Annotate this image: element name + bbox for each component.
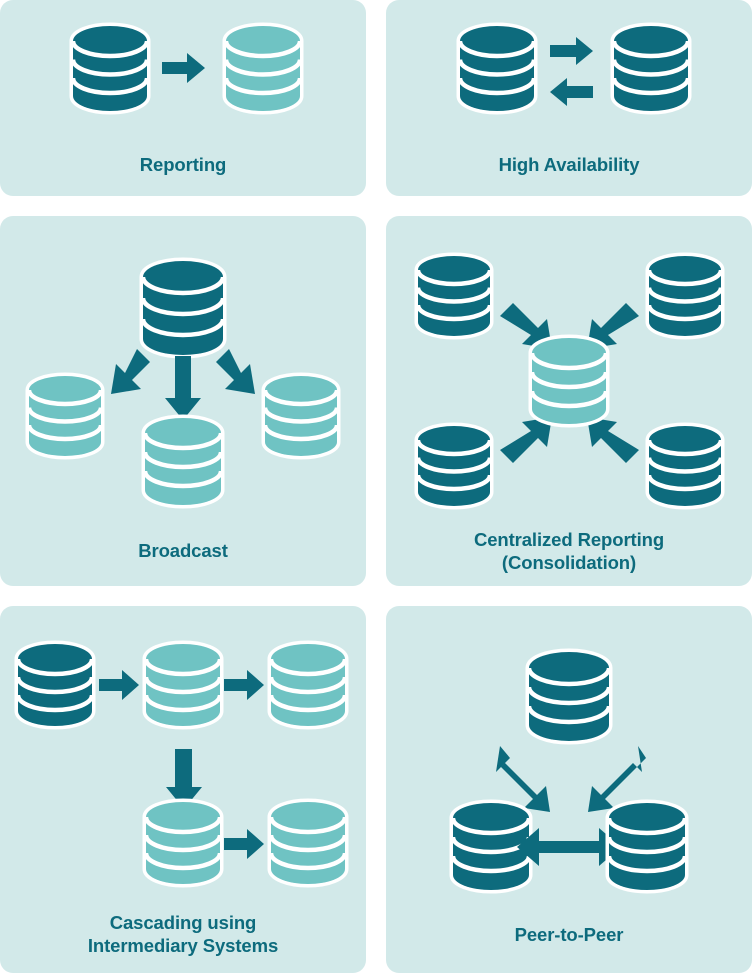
primary-database [456,22,538,115]
subscriber-database-right [261,372,341,460]
intermediary-database-bottom [142,798,224,888]
arrow-intermediary-to-leaf-top [224,670,264,700]
source-database [69,22,151,115]
arrow-bottom-right-to-center [587,417,639,463]
subscriber-database-left [25,372,105,460]
panel-high-availability: High Availability [386,0,752,196]
arrow-origin-to-intermediary [99,670,139,700]
publisher-database [139,257,227,359]
arrow-bottom-left-to-center [500,417,552,463]
secondary-database [610,22,692,115]
arrow-primary-to-secondary [550,37,593,65]
panel-cascading-graphic [14,640,349,888]
peer-database-bottom-right [605,799,689,894]
panel-reporting: Reporting [0,0,366,196]
leaf-database-top-right [267,640,349,730]
source-database-bottom-left [414,422,494,510]
panel-caption-peer-to-peer: Peer-to-Peer [514,924,624,945]
arrow-top-left-to-center [500,303,552,349]
caption-line-1: Cascading using [109,912,257,933]
source-database-top-left [414,252,494,340]
arrow-intermediary-down [166,749,202,809]
panel-peer-to-peer-graphic [449,648,689,894]
arrow-top-to-bottom-left [496,746,550,812]
leaf-database-bottom-right [267,798,349,888]
panel-cascading: Cascading using Intermediary Systems [0,606,366,973]
source-database-top-right [645,252,725,340]
arrow-to-left-subscriber [111,349,150,394]
source-database-bottom-right [645,422,725,510]
panel-centralized-graphic [414,252,725,510]
panel-peer-to-peer: Peer-to-Peer [386,606,752,973]
arrow-to-right-subscriber [216,349,255,394]
panel-caption-centralized-reporting: Centralized Reporting (Consolidation) [386,529,752,574]
target-database [222,22,304,115]
arrow-bottom-left-to-bottom-right [517,828,621,866]
panel-broadcast: Broadcast [0,216,366,586]
caption-line-2: Intermediary Systems [87,934,279,956]
panel-caption-broadcast: Broadcast [138,540,228,561]
intermediary-database-top [142,640,224,730]
peer-database-bottom-left [449,799,533,894]
peer-database-top [525,648,613,745]
caption-line-2: (Consolidation) [501,551,637,573]
panel-reporting-graphic [69,22,304,115]
arrow-secondary-to-primary [550,78,593,106]
panel-caption-cascading: Cascading using Intermediary Systems [0,912,366,957]
panel-high-availability-graphic [456,22,692,115]
arrow-top-to-bottom-right [588,746,646,812]
panel-caption-high-availability: High Availability [498,154,640,175]
arrow-to-center-subscriber [165,356,201,420]
arrow-source-to-target [162,53,205,83]
panel-caption-reporting: Reporting [139,154,227,175]
panel-centralized-reporting: Centralized Reporting (Consolidation) [386,216,752,586]
arrow-intermediary-to-leaf-bottom [224,829,264,859]
consolidated-database [528,334,610,428]
arrow-top-right-to-center [587,303,639,349]
subscriber-database-center [141,414,225,509]
caption-line-1: Centralized Reporting [473,529,665,550]
panel-broadcast-graphic [25,257,341,509]
origin-database [14,640,96,730]
